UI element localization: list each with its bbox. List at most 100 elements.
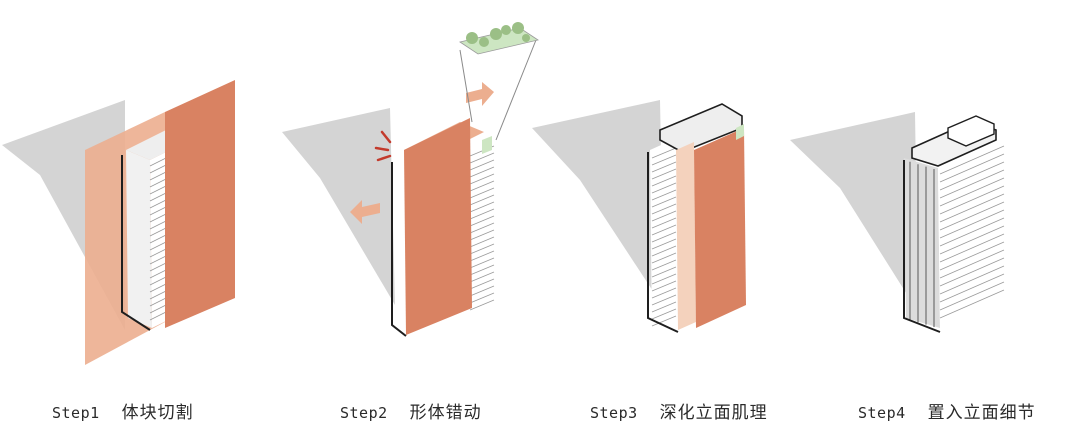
floor-line xyxy=(939,249,1005,279)
step4-side-fins xyxy=(909,161,935,327)
step4-roof-box xyxy=(947,115,995,147)
floor-line xyxy=(939,233,1005,263)
step2-arrow-right-icon xyxy=(466,82,494,106)
floor-line xyxy=(651,266,677,278)
floor-line xyxy=(651,315,677,327)
step4-shadow xyxy=(790,112,918,312)
roof-garden-trees xyxy=(466,22,530,47)
floor-line xyxy=(651,287,677,299)
step2-desc: 形体错动 xyxy=(409,403,482,423)
step4-caption: Step4 置入立面细节 xyxy=(858,398,1036,424)
floor-line xyxy=(651,154,677,166)
floor-line xyxy=(651,168,677,180)
step2-illustration xyxy=(282,22,539,337)
floor-line xyxy=(939,145,1005,175)
step1-tower-outline xyxy=(121,155,151,331)
floor-line xyxy=(651,301,677,313)
floor-line xyxy=(939,153,1005,183)
floor-line xyxy=(939,161,1005,191)
floor-line xyxy=(469,180,495,192)
step3-orange-face xyxy=(694,128,746,328)
step3-label: Step3 xyxy=(590,404,638,422)
step4-desc: 置入立面细节 xyxy=(927,403,1036,423)
floor-line xyxy=(651,308,677,320)
step3-floor-lines xyxy=(651,147,677,327)
step3-outline xyxy=(647,152,679,333)
floor-line xyxy=(469,299,495,311)
floor-line xyxy=(651,161,677,173)
step3-desc: 深化立面肌理 xyxy=(659,403,768,423)
floor-line xyxy=(939,169,1005,199)
step4-tower-side xyxy=(904,158,940,328)
step1-label: Step1 xyxy=(52,404,100,422)
step1-illustration xyxy=(2,80,235,365)
step4-illustration xyxy=(790,112,1005,333)
floor-line xyxy=(469,285,495,297)
floor-line xyxy=(939,289,1005,319)
floor-line xyxy=(469,292,495,304)
step4-floor-lines xyxy=(939,145,1005,319)
floor-line xyxy=(469,173,495,185)
step1-tower-side xyxy=(126,150,152,328)
floor-line xyxy=(469,201,495,213)
step2-shadow xyxy=(282,108,395,305)
floor-line xyxy=(651,175,677,187)
step2-roof-garden-callout xyxy=(459,22,539,141)
floor-line xyxy=(469,208,495,220)
floor-line xyxy=(469,215,495,227)
floor-line xyxy=(939,241,1005,271)
step2-tower-white xyxy=(468,140,494,315)
step4-outline xyxy=(903,160,941,333)
floor-line xyxy=(939,217,1005,247)
floor-line xyxy=(939,273,1005,303)
floor-line xyxy=(469,250,495,262)
floor-line xyxy=(651,294,677,306)
step2-orange-front xyxy=(404,118,472,335)
floor-line xyxy=(651,231,677,243)
floor-line xyxy=(651,210,677,222)
step2-arrow-left-icon xyxy=(350,200,380,224)
floor-line xyxy=(651,189,677,201)
floor-line xyxy=(651,259,677,271)
floor-line xyxy=(939,209,1005,239)
floor-line xyxy=(469,229,495,241)
floor-line xyxy=(939,177,1005,207)
floor-line xyxy=(469,152,495,164)
floor-line xyxy=(469,159,495,171)
floor-line xyxy=(469,222,495,234)
step3-shadow xyxy=(532,100,664,308)
floor-line xyxy=(651,147,677,159)
floor-line xyxy=(939,265,1005,295)
floor-line xyxy=(939,193,1005,223)
floor-line xyxy=(939,225,1005,255)
floor-line xyxy=(651,196,677,208)
step2-green-strip xyxy=(482,136,492,154)
floor-line xyxy=(469,187,495,199)
floor-line xyxy=(651,245,677,257)
floor-line xyxy=(469,194,495,206)
floor-line xyxy=(469,166,495,178)
step1-cut-plane-front xyxy=(165,80,235,328)
step2-label: Step2 xyxy=(340,404,388,422)
floor-line xyxy=(939,185,1005,215)
floor-line xyxy=(469,278,495,290)
floor-line xyxy=(651,203,677,215)
step3-illustration xyxy=(532,100,746,335)
floor-line xyxy=(651,280,677,292)
step2-caption: Step2 形体错动 xyxy=(340,398,482,424)
step4-label: Step4 xyxy=(858,404,906,422)
floor-line xyxy=(651,224,677,236)
step2-tower-left-face xyxy=(394,152,406,330)
floor-line xyxy=(651,182,677,194)
floor-line xyxy=(939,201,1005,231)
floor-line xyxy=(469,257,495,269)
floor-line xyxy=(469,271,495,283)
floor-line xyxy=(651,252,677,264)
floor-line xyxy=(939,257,1005,287)
floor-line xyxy=(651,238,677,250)
floor-line xyxy=(469,264,495,276)
floor-line xyxy=(939,281,1005,311)
